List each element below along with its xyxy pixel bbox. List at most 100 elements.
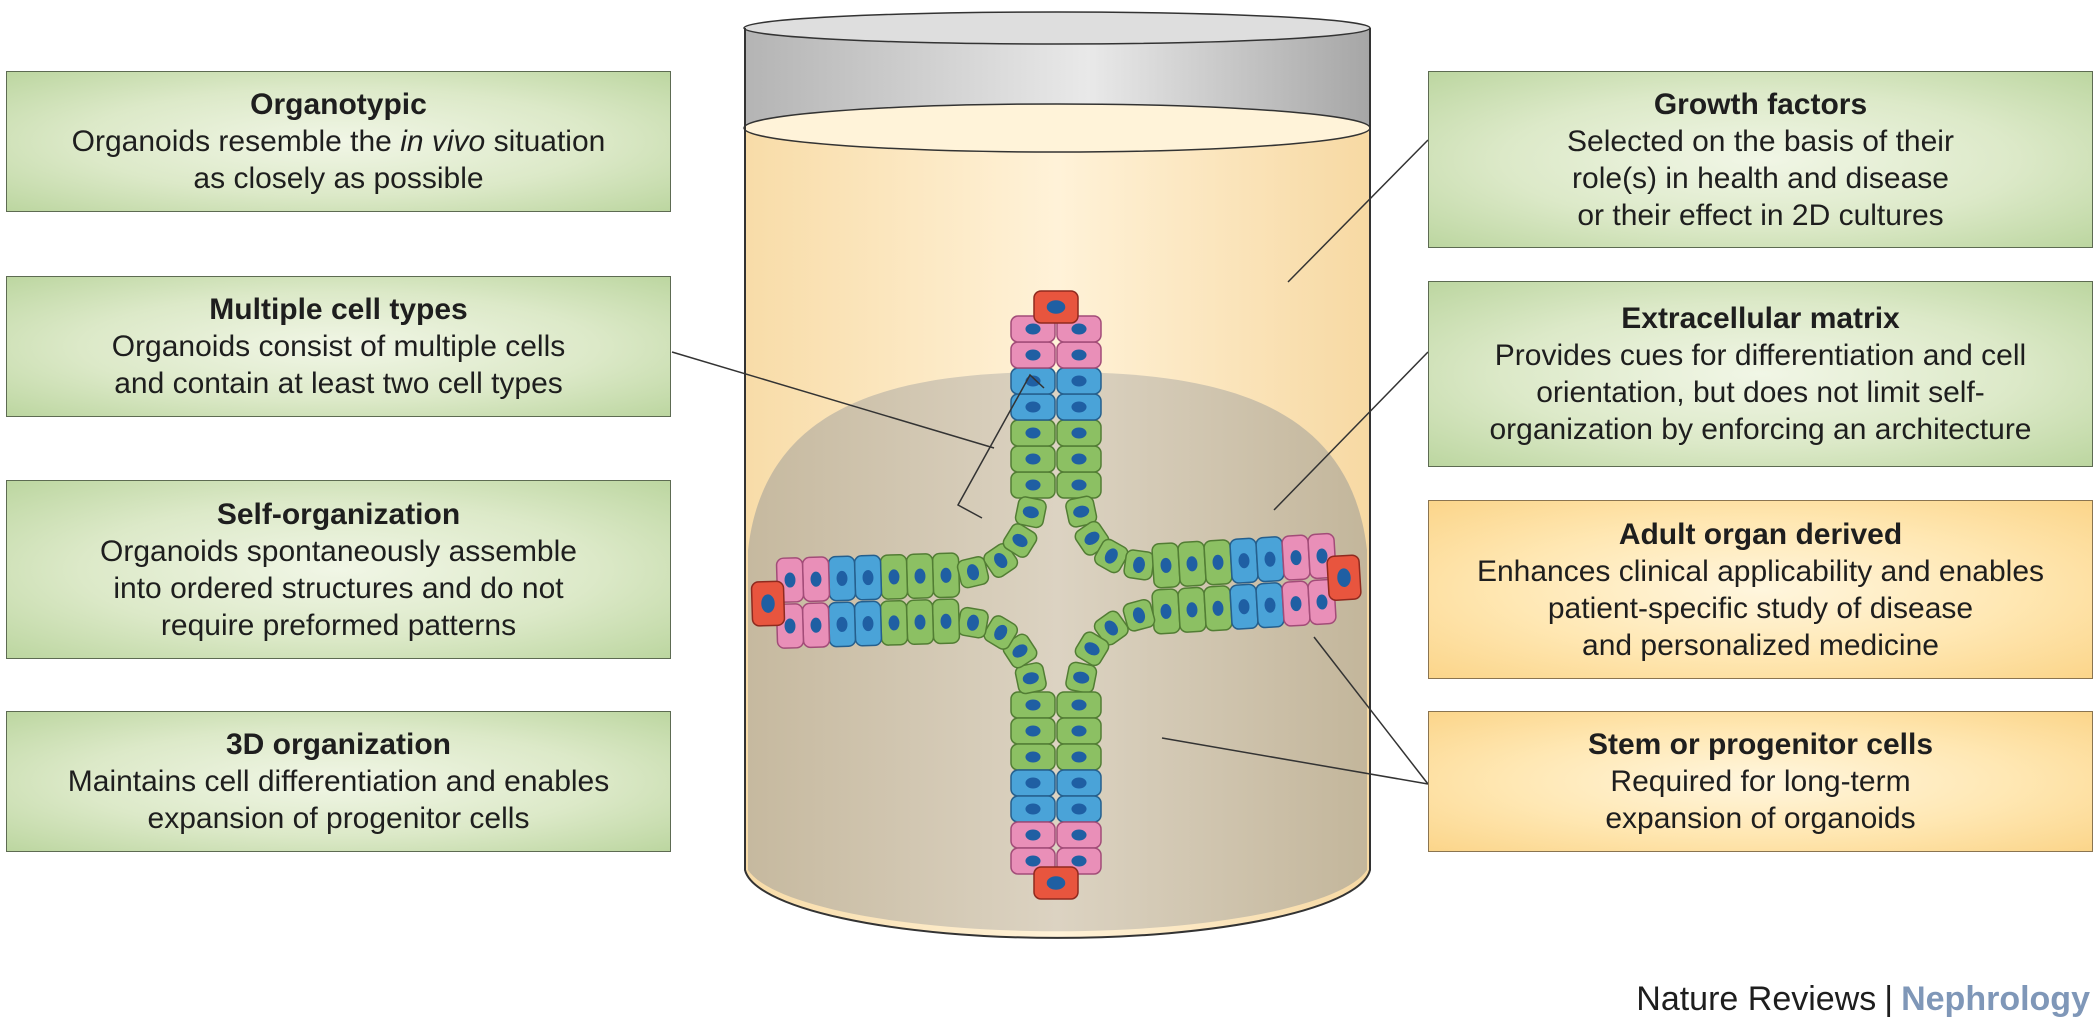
multiple-cell-types-line-1: Organoids consist of multiple cells: [111, 330, 566, 363]
extracellular-matrix-box: Extracellular matrix Provides cues for d…: [1428, 281, 2093, 467]
organoid-cell: [1056, 393, 1102, 421]
extracellular-matrix-line-1: Provides cues for differentiation and ce…: [1494, 339, 2027, 372]
organoid-cell: [1056, 445, 1102, 473]
organoid-cell: [1229, 583, 1259, 630]
organoid-cell: [879, 599, 909, 646]
organoid-cell: [1010, 341, 1056, 369]
organoid-cell: [1203, 585, 1233, 632]
culture-dish: [743, 11, 1371, 939]
3d-organization-title: 3D organization: [225, 728, 451, 761]
dish-wall-outline: [744, 28, 1371, 939]
self-organization-line-1: Organoids spontaneously assemble: [100, 534, 577, 568]
adult-organ-derived-line-3: and personalized medicine: [1582, 628, 1939, 662]
organoid-cell: [931, 598, 961, 645]
organoid-cell: [1056, 795, 1102, 823]
organoid-cell: [983, 615, 1019, 650]
3d-organization-line-2: expansion of progenitor cells: [147, 802, 530, 835]
callout-lines: [671, 139, 1429, 785]
callout-line-multiple-cell-types: [671, 351, 995, 449]
brand-separator: |: [1884, 980, 1894, 1018]
organoid-cell: [1010, 471, 1056, 499]
organoid-cell: [1056, 821, 1102, 849]
callout-line-adult-organ: [1313, 636, 1429, 785]
organoid-cell: [1010, 691, 1056, 719]
organoid-cell: [1010, 367, 1056, 395]
organoid: [750, 290, 1362, 900]
extracellular-matrix-line-3: organization by enforcing an architectur…: [1489, 413, 2032, 446]
organoid-cell: [1056, 717, 1102, 745]
organoid-cell: [801, 556, 831, 603]
self-organization-box: Self-organization Organoids spontaneousl…: [6, 480, 671, 659]
organoid-cell: [1056, 743, 1102, 771]
3d-organization-line-1: Maintains cell differentiation and enabl…: [67, 765, 610, 798]
dish-rim: [743, 11, 1371, 45]
adult-organ-derived-box: Adult organ derived Enhances clinical ap…: [1428, 500, 2093, 679]
adult-organ-derived-title: Adult organ derived: [1618, 517, 1903, 551]
organoid-cell: [1010, 795, 1056, 823]
organoid-cell: [827, 555, 857, 602]
organotypic-box: Organotypic Organoids resemble the in vi…: [6, 71, 671, 212]
self-organization-title: Self-organization: [216, 497, 461, 531]
organoid-cell: [1123, 549, 1155, 581]
growth-factors-line-1: Selected on the basis of their: [1567, 124, 1954, 158]
organoid-cell: [957, 606, 989, 639]
organoid-cell: [1056, 471, 1102, 499]
callout-line-progenitor-cells: [1161, 737, 1429, 785]
organoid-cell: [1010, 743, 1056, 771]
organoid-cell: [1177, 540, 1207, 587]
organoid-cell: [1033, 866, 1079, 900]
organoid-cell: [1281, 580, 1311, 627]
organoid-cell: [1281, 534, 1311, 581]
organoid-cell: [1229, 537, 1259, 584]
organotypic-text-post: situation: [485, 125, 606, 158]
organotypic-text-italic: in vivo: [400, 125, 486, 158]
organoid-cell: [1056, 769, 1102, 797]
organoid-cell: [1177, 586, 1207, 633]
organoid-cell: [750, 580, 786, 627]
organoid-cell: [1122, 598, 1156, 632]
organoid-cell: [1326, 554, 1362, 601]
organoid-cell: [1065, 661, 1098, 694]
organotypic-line-1: Organoids resemble the in vivo situation: [7, 123, 670, 160]
organoid-cell: [1255, 582, 1285, 629]
growth-factors-box: Growth factors Selected on the basis of …: [1428, 71, 2093, 248]
organoid-cell: [905, 553, 935, 600]
stem-progenitor-cells-line-2: expansion of organoids: [1605, 802, 1916, 835]
growth-factors-title: Growth factors: [1653, 87, 1868, 121]
organoid-cell: [1010, 445, 1056, 473]
callout-line-growth-factors: [1287, 139, 1429, 283]
growth-factors-line-3: or their effect in 2D cultures: [1577, 198, 1944, 232]
organoid-cell: [931, 552, 961, 599]
organoid-cell: [827, 601, 857, 648]
organoid-cell: [1014, 496, 1047, 529]
organoid-cell: [1010, 393, 1056, 421]
growth-factors-line-2: role(s) in health and disease: [1572, 161, 1949, 195]
bracket-cell-types: [956, 373, 1045, 519]
multiple-cell-types-title: Multiple cell types: [209, 293, 468, 326]
medium-surface: [743, 103, 1371, 153]
organoid-cell: [1056, 419, 1102, 447]
stem-progenitor-cells-box: Stem or progenitor cells Required for lo…: [1428, 711, 2093, 852]
adult-organ-derived-line-1: Enhances clinical applicability and enab…: [1476, 554, 2045, 588]
organoid-cell: [905, 599, 935, 646]
organoid-cell: [1010, 717, 1056, 745]
adult-organ-derived-line-2: patient-specific study of disease: [1547, 591, 1974, 625]
organoid-cell: [1074, 631, 1110, 667]
organoid-cell: [853, 600, 883, 647]
organoid-cell: [1010, 769, 1056, 797]
organoid-cell: [956, 556, 990, 589]
organoid-cell: [1151, 542, 1181, 589]
organoid-cell: [1002, 523, 1038, 558]
organoid-cell: [1056, 341, 1102, 369]
stem-progenitor-cells-line-1: Required for long-term: [1610, 765, 1911, 798]
multiple-cell-types-box: Multiple cell types Organoids consist of…: [6, 276, 671, 417]
organoid-cell: [853, 554, 883, 601]
extracellular-matrix-title: Extracellular matrix: [1621, 302, 1900, 335]
organotypic-text-pre: Organoids resemble the: [71, 125, 401, 158]
self-organization-line-3: require preformed patterns: [160, 608, 517, 642]
organoid-cell: [1010, 419, 1056, 447]
multiple-cell-types-line-2: and contain at least two cell types: [114, 367, 563, 400]
journal-subject: Nephrology: [1901, 980, 2090, 1018]
organoid-cell: [1033, 290, 1079, 324]
